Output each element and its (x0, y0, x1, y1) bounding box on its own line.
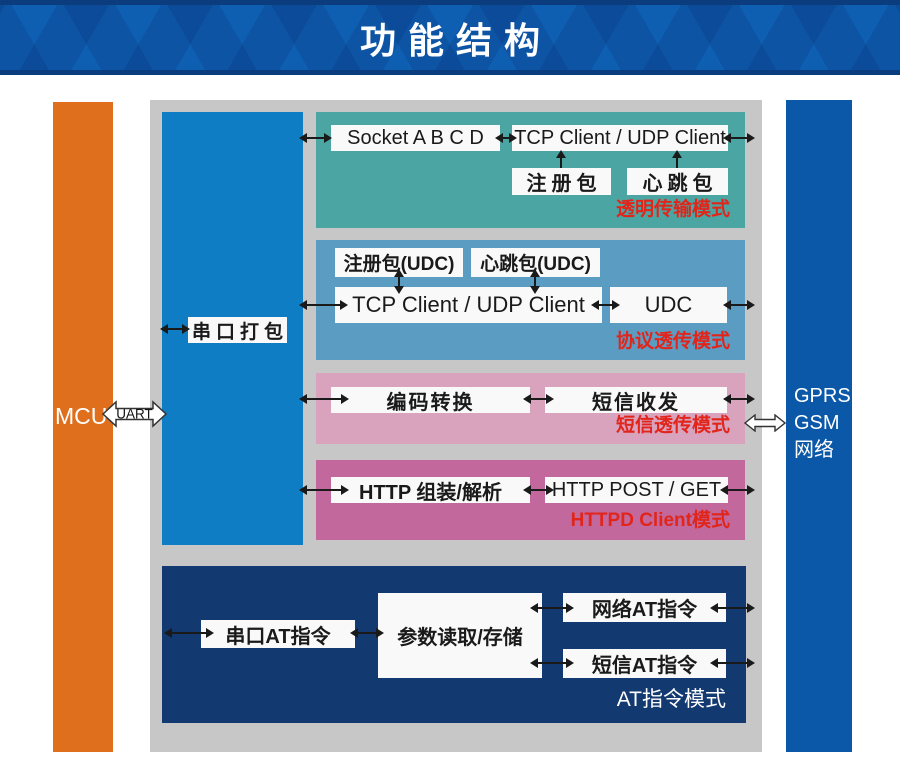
arrow-heartbeat-up (672, 150, 682, 168)
node-heartbeat-pack: 心跳包 (627, 168, 728, 195)
arrow-heartudc-tcp2 (530, 269, 540, 294)
mode-at-label: AT指令模式 (616, 688, 726, 711)
arrow-param-smsat (530, 658, 574, 668)
node-http-assemble: HTTP 组装/解析 (331, 477, 530, 504)
mcu-label: MCU (55, 403, 108, 429)
node-serial-pack: 串口打包 (188, 317, 287, 343)
arrow-panel-serialpack (160, 324, 190, 334)
arrow-panel-encode (299, 394, 349, 404)
mode-sms-label: 短信透传模式 (615, 415, 730, 436)
arrow-socket-tcp (495, 133, 517, 143)
gprs-line: GPRS (794, 385, 851, 407)
arrow-serialat-param (350, 628, 384, 638)
node-param-storage: 参数读取/存储 (378, 593, 542, 678)
node-net-at: 网络AT指令 (563, 593, 726, 622)
node-http-post-get: HTTP POST / GET (545, 477, 728, 503)
network-line: 网络 (794, 439, 834, 461)
arrow-panel-httpassemble (299, 485, 349, 495)
node-register-pack: 注册包 (512, 168, 611, 195)
mode-httpd-label: HTTPD Client模式 (570, 510, 730, 531)
node-encode-convert: 编码转换 (331, 387, 530, 414)
header-banner: 功能结构 (0, 0, 900, 75)
uart-label: UART (116, 407, 153, 422)
arrow-postget-right (720, 485, 755, 495)
arrow-encode-smsrx (523, 394, 554, 404)
gprs-network-label: GPRS GSM 网络 (794, 383, 851, 464)
arrow-assemble-postget (523, 485, 554, 495)
arrow-atbox-serialat (164, 628, 214, 638)
gsm-block-arrow (744, 414, 786, 432)
arrow-panel-tcp2 (299, 300, 348, 310)
arrow-smsrx-right (723, 394, 755, 404)
node-socket-abcd: Socket A B C D (331, 125, 500, 151)
arrow-panel-socket (299, 133, 332, 143)
node-serial-at: 串口AT指令 (201, 620, 355, 648)
mcu-bar (53, 102, 113, 752)
node-sms-at: 短信AT指令 (563, 649, 726, 678)
arrow-udc-right (723, 300, 755, 310)
node-udc: UDC (610, 287, 727, 323)
node-tcp-udp-client-2: TCP Client / UDP Client (335, 287, 602, 323)
arrow-register-up (556, 150, 566, 168)
arrow-regudc-tcp2 (394, 269, 404, 294)
arrow-tcp-right (723, 133, 755, 143)
arrow-tcp2-udc (591, 300, 620, 310)
page-title: 功能结构 (359, 19, 552, 61)
mode-transparent-label: 透明传输模式 (615, 199, 730, 220)
node-heartbeat-udc: 心跳包(UDC) (471, 248, 600, 277)
arrow-netat-right (710, 603, 755, 613)
gsm-line: GSM (794, 412, 840, 434)
gprs-network-bar (786, 100, 852, 752)
arrow-smsat-right (710, 658, 755, 668)
uart-block-arrow: UART (102, 400, 167, 428)
mode-protocol-label: 协议透传模式 (615, 331, 730, 352)
node-tcp-udp-client: TCP Client / UDP Client (512, 125, 728, 151)
node-sms-sendrecv: 短信收发 (545, 387, 727, 414)
arrow-param-netat (530, 603, 574, 613)
